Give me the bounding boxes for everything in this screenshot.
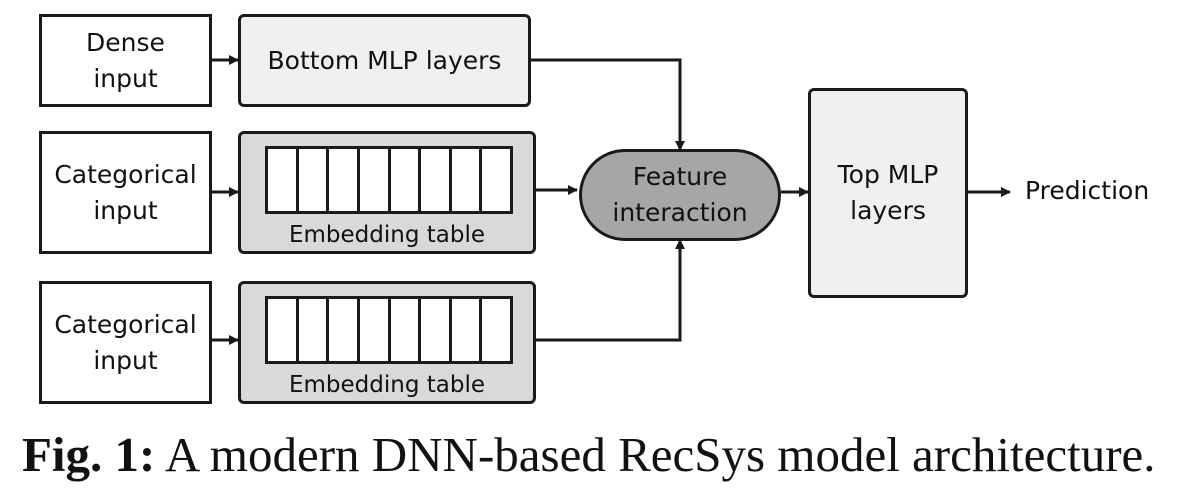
- categorical-input-box-1: Categorical input: [39, 131, 212, 254]
- figure-caption: Fig. 1: A modern DNN-based RecSys model …: [22, 424, 1172, 486]
- embedding-table-box-2: Embedding table: [238, 281, 536, 404]
- caption-text: A modern DNN-based RecSys model architec…: [155, 427, 1156, 482]
- embedding-table-1-label: Embedding table: [288, 222, 486, 248]
- dense-input-line2: input: [93, 63, 158, 93]
- categorical-input-box-2: Categorical input: [39, 281, 212, 404]
- feature-interaction-node: Feature interaction: [579, 149, 781, 241]
- top-mlp-line2: layers: [850, 196, 926, 225]
- feature-interaction-line2: interaction: [612, 198, 748, 227]
- categorical-input-2-line2: input: [93, 345, 158, 375]
- embedding-table-2-label: Embedding table: [288, 372, 486, 398]
- dense-input-line1: Dense: [86, 27, 165, 57]
- embedding-cells-1: [265, 146, 513, 214]
- feature-interaction-line1: Feature: [632, 162, 728, 191]
- embedding-cells-2: [265, 296, 513, 364]
- connector-arrows: [212, 55, 1011, 345]
- caption-label: Fig. 1:: [22, 427, 156, 482]
- architecture-diagram: Dense input Bottom MLP layers Categorica…: [39, 14, 1150, 404]
- bottom-mlp-label: Bottom MLP layers: [267, 45, 502, 75]
- bottom-mlp-box: Bottom MLP layers: [238, 14, 531, 107]
- prediction-label: Prediction: [1025, 176, 1150, 205]
- dense-input-box: Dense input: [39, 14, 212, 107]
- categorical-input-2-line1: Categorical: [54, 309, 197, 339]
- categorical-input-1-line1: Categorical: [54, 159, 197, 189]
- arrow-embedding2-to-feature: [536, 239, 685, 342]
- arrow-bottom-mlp-to-feature: [531, 58, 685, 151]
- top-mlp-line1: Top MLP: [837, 160, 939, 189]
- categorical-input-1-line2: input: [93, 195, 158, 225]
- top-mlp-box: Top MLP layers: [808, 88, 968, 298]
- embedding-table-box-1: Embedding table: [238, 131, 536, 254]
